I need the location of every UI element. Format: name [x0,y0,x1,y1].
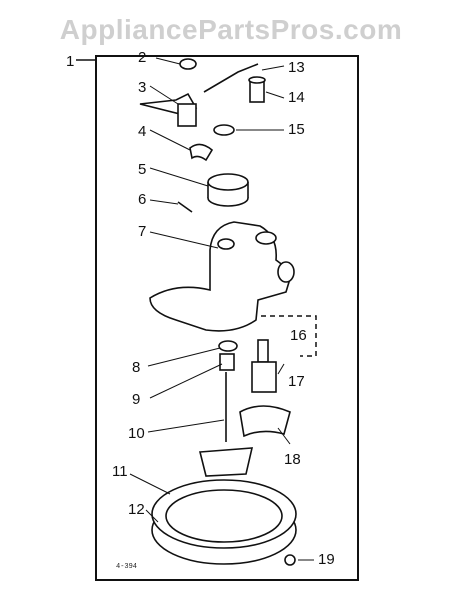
callout-10: 10 [128,425,145,442]
part-3-bracket [177,103,197,127]
leader-9 [149,363,223,399]
callout-6: 6 [138,191,146,208]
part-11-inner [165,489,283,543]
leader-13 [261,65,285,71]
part-7-outlet [277,261,295,283]
part-16-stem [257,339,269,363]
leader-5 [149,167,209,187]
callout-16: 16 [290,327,307,344]
part-4-clip [189,143,214,162]
part-17-cartridge [251,361,277,393]
leader-2 [155,57,181,65]
watermark: AppliancePartsPros.com [59,14,403,45]
parts-group [139,58,297,566]
callout-8: 8 [132,359,140,376]
part-8-washer [218,340,238,352]
leader-12 [145,509,159,523]
leader-18 [277,427,291,445]
part-7-hub [217,238,235,250]
callout-3: 3 [138,79,146,96]
part-6-pin [177,201,193,213]
part-13-rod [203,63,259,93]
part-9-bushing [219,353,235,371]
part-19-screw [284,554,296,566]
leader-14 [265,91,285,99]
frame-marker-label: 1 [66,53,74,70]
callout-5: 5 [138,161,146,178]
leader-3 [149,85,179,105]
callout-7: 7 [138,223,146,240]
callout-4: 4 [138,123,146,140]
leader-7 [149,231,219,249]
part-5-pulley-top [207,173,249,191]
part-7-housing [149,221,293,332]
callout-19: 19 [318,551,335,568]
callout-9: 9 [132,391,140,408]
leader-4 [149,129,191,151]
leader-8 [147,347,221,367]
callout-15: 15 [288,121,305,138]
leader-17 [277,363,285,375]
callout-18: 18 [284,451,301,468]
part-14-top [248,76,266,84]
leader-11 [129,473,171,495]
leader-lines [129,57,314,561]
callout-13: 13 [288,59,305,76]
callout-14: 14 [288,89,305,106]
leader-10 [147,419,225,433]
part-2-nut [179,58,197,70]
callout-2: 2 [138,49,146,66]
part-18-impeller [239,405,291,438]
diagram-code: 4-394 [116,563,137,571]
part-15-washer [213,124,235,136]
part-7-port [255,231,277,245]
part-10-agitator [198,447,254,477]
diagram-frame [95,55,359,581]
part-16-dashed-box [252,315,317,357]
callout-17: 17 [288,373,305,390]
leader-6 [149,199,179,205]
callout-12: 12 [128,501,145,518]
callout-11: 11 [112,463,128,480]
